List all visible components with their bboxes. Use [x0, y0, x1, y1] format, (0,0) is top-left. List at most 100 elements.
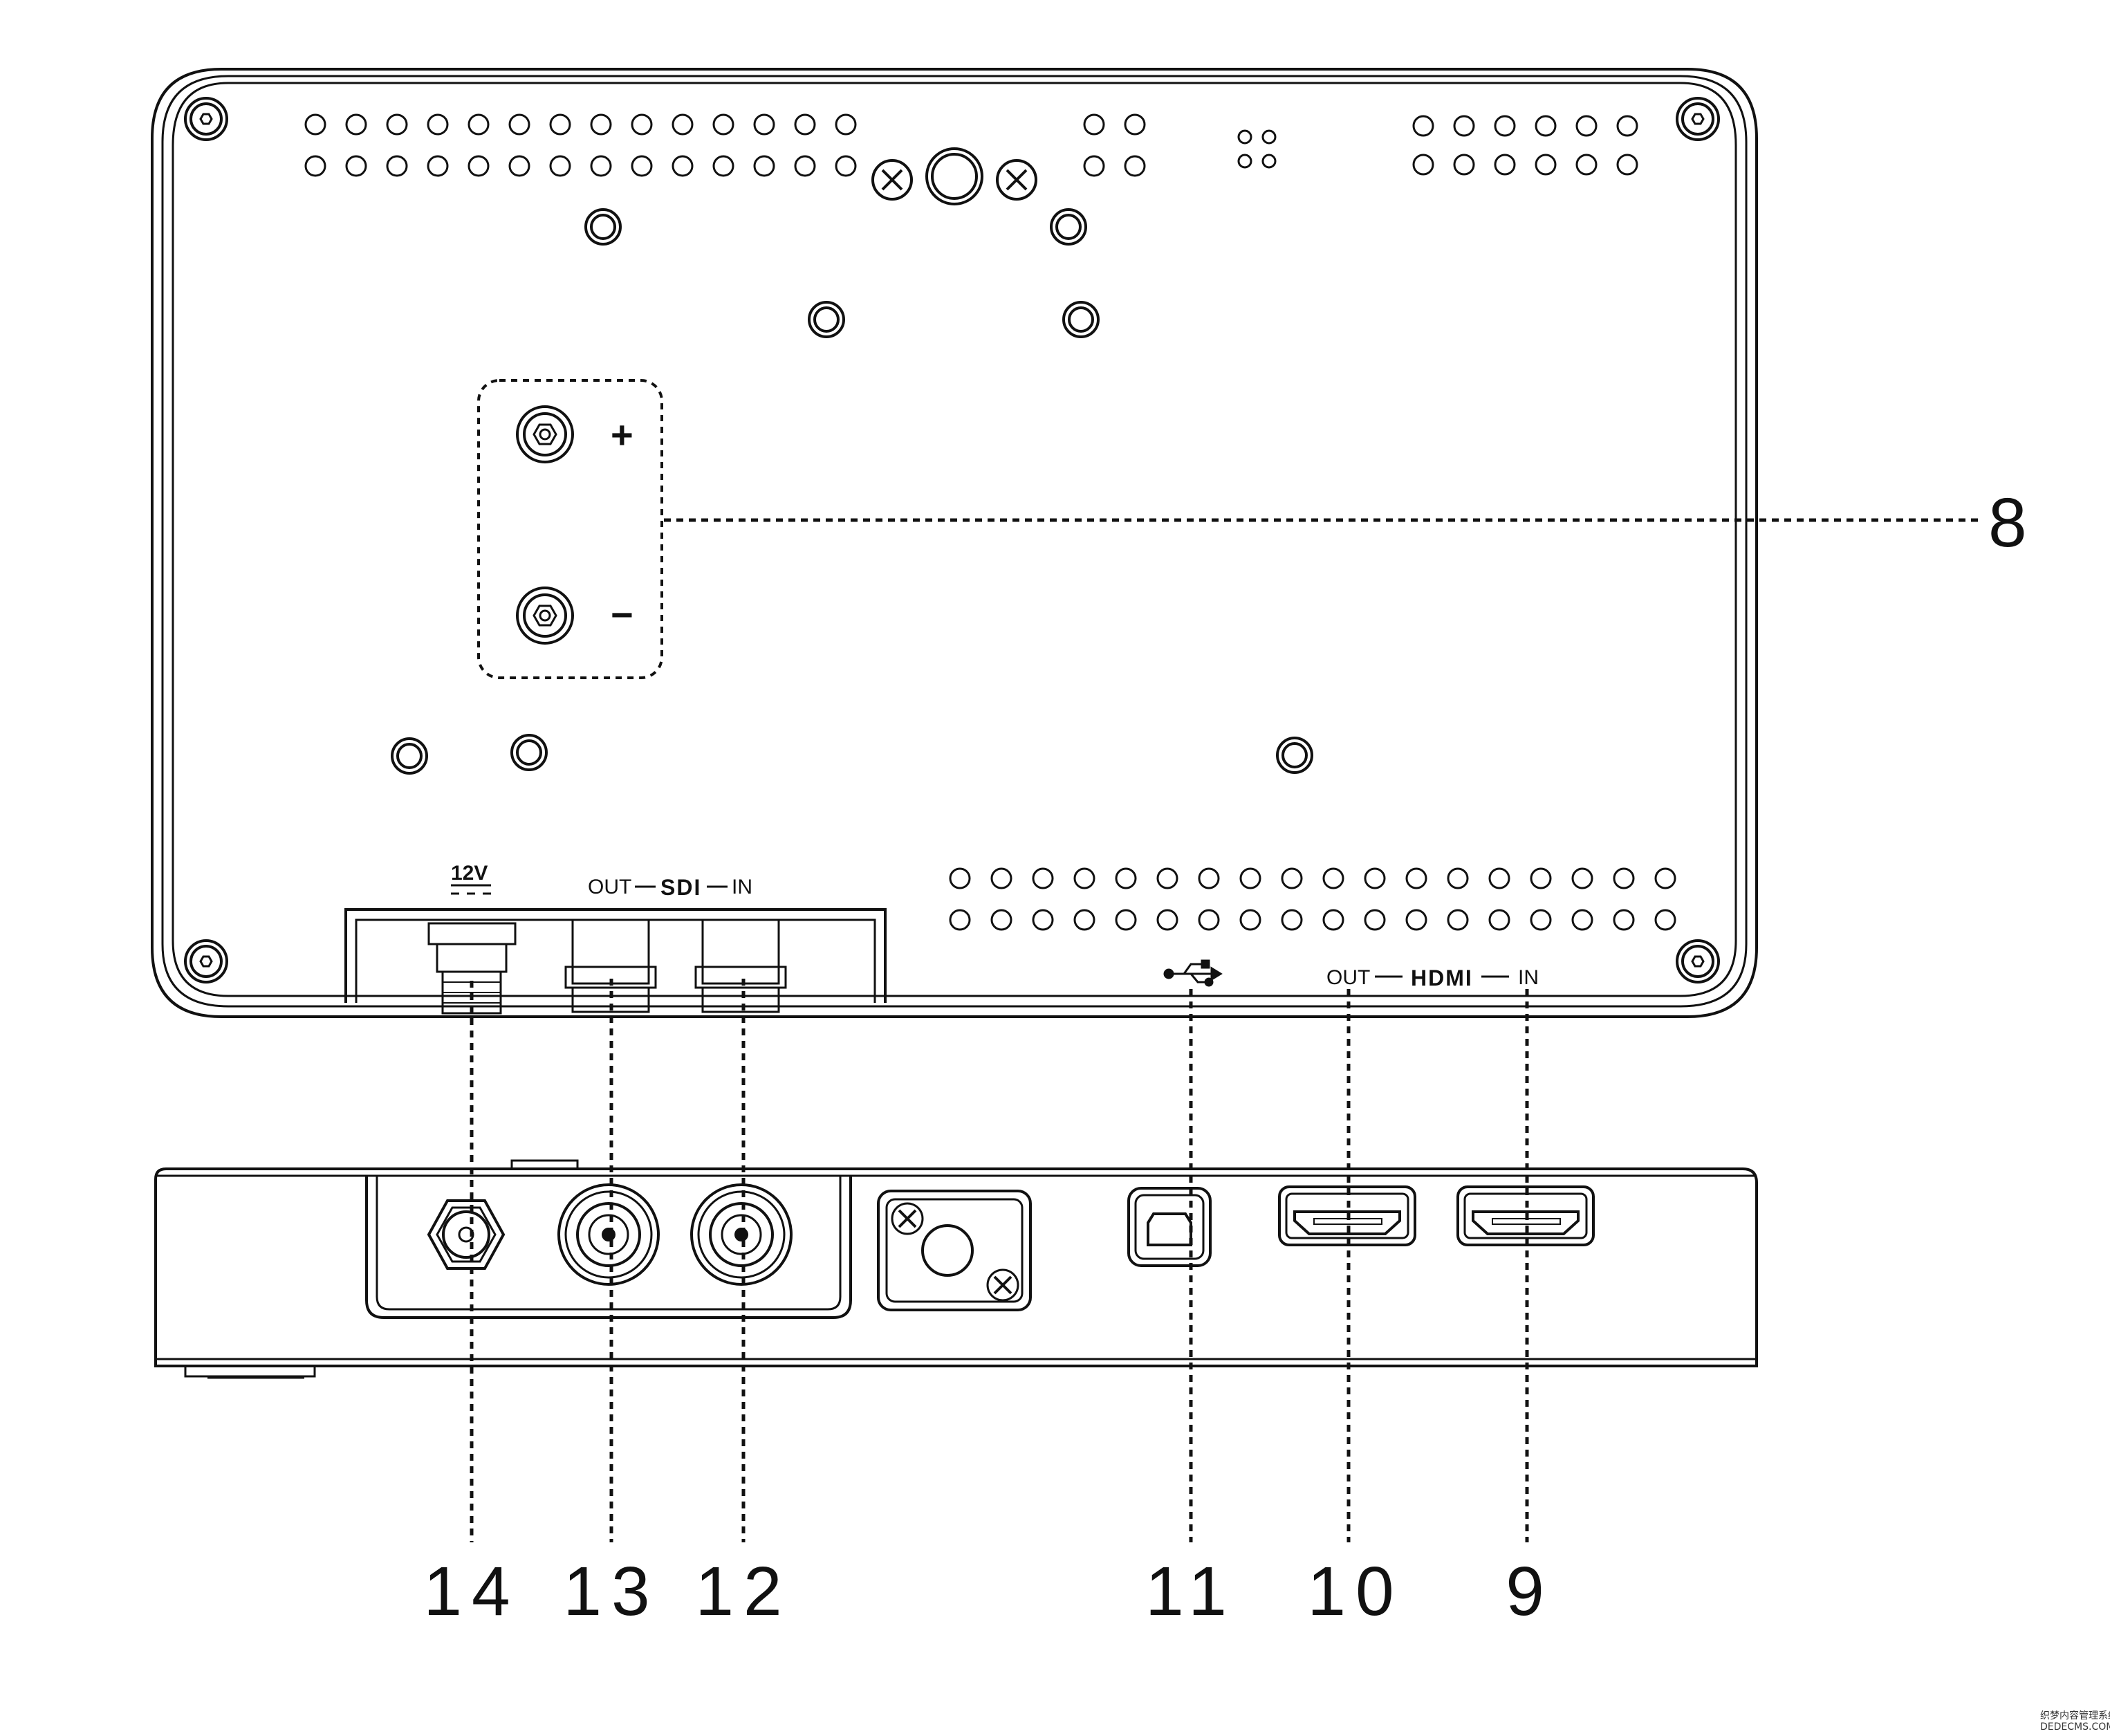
vent-hole [753, 155, 775, 177]
vent-hole [1124, 155, 1146, 177]
mount-boss [1050, 208, 1087, 246]
callout-11: 11 [1145, 1553, 1237, 1630]
vent-hole [1083, 113, 1105, 136]
vent-hole [990, 909, 1012, 931]
mount-boss [510, 734, 548, 771]
power-voltage-label: 12V [451, 862, 488, 885]
mount-boss [1276, 737, 1313, 774]
vent-hole [1032, 909, 1054, 931]
callout-10: 10 [1307, 1553, 1403, 1630]
sdi-in-connector-rear [694, 918, 787, 1013]
rear-panel: + − 12V OUT SDI [151, 68, 1758, 1018]
vent-hole [1447, 909, 1469, 931]
sdi-out-connector-rear [564, 918, 657, 1013]
vent-hole [835, 113, 857, 136]
callout-numbers: 8 14 13 12 11 10 9 [423, 484, 2037, 1630]
corner-screw [1676, 97, 1720, 141]
vent-hole [1488, 909, 1510, 931]
vent-hole [590, 113, 612, 136]
vent-hole [1494, 115, 1516, 137]
watermark-line1: 织梦内容管理系统 [2040, 1710, 2110, 1721]
usb-port[interactable] [1127, 1187, 1212, 1267]
vent-hole [508, 113, 530, 136]
vent-hole [1115, 909, 1137, 931]
vent-hole [1575, 115, 1598, 137]
vent-hole [1198, 867, 1220, 889]
positive-terminal [516, 405, 574, 463]
vent-hole [990, 867, 1012, 889]
vent-hole [1613, 867, 1635, 889]
vent-hole [549, 113, 571, 136]
vent-hole [672, 113, 694, 136]
usb-symbol-icon [1163, 959, 1223, 987]
vent-hole [1281, 909, 1303, 931]
vent-hole [1571, 867, 1593, 889]
vent-hole [631, 155, 653, 177]
vent-hole [1156, 867, 1178, 889]
mount-boss [1062, 301, 1100, 338]
vent-hole [1261, 154, 1277, 169]
vent-hole [1453, 115, 1475, 137]
vent-hole [1124, 113, 1146, 136]
callout-8: 8 [1988, 484, 2037, 562]
plus-sign: + [611, 413, 633, 456]
vent-hole [1115, 867, 1137, 889]
vent-hole [1530, 909, 1552, 931]
dc-power-jack[interactable] [427, 1199, 506, 1270]
vent-hole [1156, 909, 1178, 931]
sdi-in-label: IN [732, 876, 752, 898]
vent-hole [1488, 867, 1510, 889]
vent-hole [1237, 129, 1252, 145]
vent-hole [1405, 909, 1427, 931]
vent-hole [386, 155, 408, 177]
vent-hole [1616, 154, 1638, 176]
vent-hole [631, 113, 653, 136]
vent-hole [1453, 154, 1475, 176]
vent-hole [1654, 909, 1676, 931]
sdi-label: SDI [660, 875, 701, 900]
vent-hole [304, 155, 326, 177]
vent-hole [1535, 115, 1557, 137]
corner-screw [1676, 939, 1720, 984]
vent-hole [794, 155, 816, 177]
bottom-edge-view [154, 1159, 1758, 1379]
vent-hole [1405, 867, 1427, 889]
callout-12: 12 [695, 1553, 791, 1630]
mount-boss [391, 737, 428, 775]
vent-hole [1535, 154, 1557, 176]
vent-hole [468, 113, 490, 136]
vent-hole [1613, 909, 1635, 931]
vent-hole [1654, 867, 1676, 889]
watermark-line2: DEDECMS.COM [2040, 1721, 2110, 1733]
vent-hole [1083, 155, 1105, 177]
vent-hole [712, 113, 734, 136]
vent-hole [1616, 115, 1638, 137]
vent-hole [508, 155, 530, 177]
corner-screw [184, 939, 228, 984]
negative-terminal [516, 587, 574, 645]
vent-hole [1364, 909, 1386, 931]
vent-hole [1494, 154, 1516, 176]
sdi-out-bnc-port[interactable] [557, 1183, 660, 1286]
vent-hole [1412, 115, 1434, 137]
vent-hole [1032, 867, 1054, 889]
vent-hole [712, 155, 734, 177]
corner-screw [184, 97, 228, 141]
vent-hole [1239, 867, 1261, 889]
vent-hole [1073, 867, 1095, 889]
sdi-in-bnc-port[interactable] [690, 1183, 793, 1286]
vent-hole [753, 113, 775, 136]
vent-hole [1447, 867, 1469, 889]
vent-hole [1322, 867, 1344, 889]
vent-hole [672, 155, 694, 177]
callout-14: 14 [423, 1553, 519, 1630]
callout-leaders [470, 518, 1978, 1542]
vent-holes [304, 113, 1676, 931]
callout-13: 13 [563, 1553, 659, 1630]
vent-hole [590, 155, 612, 177]
vent-hole [794, 113, 816, 136]
battery-terminals: + − [477, 379, 663, 679]
vent-hole [835, 155, 857, 177]
vent-hole [1281, 867, 1303, 889]
